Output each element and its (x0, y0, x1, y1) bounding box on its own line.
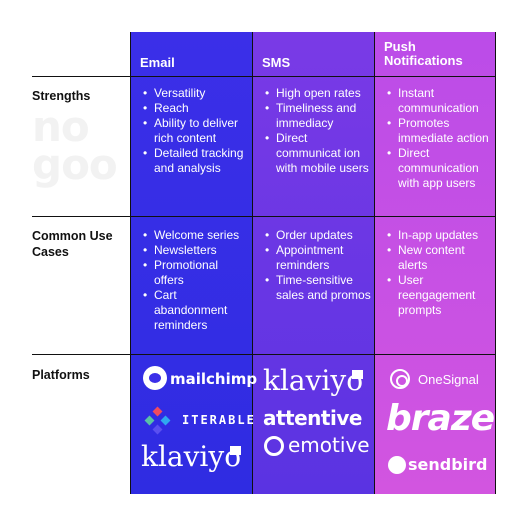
use-cases-push: In-app updates New content alerts User r… (387, 228, 493, 318)
list-item: New content alerts (387, 243, 493, 273)
onesignal-logo: OneSignal (418, 372, 479, 387)
klaviyo-logo: klaviyo (263, 364, 364, 397)
iterable-logo-icon (143, 406, 173, 435)
list-item: Direct communication with app users (387, 146, 493, 191)
list-item: Instant communication (387, 86, 493, 116)
list-item: Timeliness and immediacy (265, 101, 371, 131)
list-item: Welcome series (143, 228, 247, 243)
attentive-logo: attentive (263, 406, 362, 430)
strengths-email: Versatility Reach Ability to deliver ric… (143, 86, 247, 176)
list-item: Cart abandonment reminders (143, 288, 247, 333)
iterable-logo: ITERABLE (182, 413, 256, 427)
row-divider (32, 354, 496, 355)
emotive-logo-icon (264, 436, 284, 456)
list-item: Order updates (265, 228, 371, 243)
column-divider (374, 32, 375, 494)
column-header-sms: SMS (262, 55, 291, 70)
use-cases-email: Welcome series Newsletters Promotional o… (143, 228, 247, 333)
list-item: Direct communicat ion with mobile users (265, 131, 371, 176)
row-label-use-cases: Common Use Cases (32, 229, 113, 259)
braze-logo: braze (386, 398, 495, 439)
mailchimp-logo: mailchimp (170, 370, 258, 388)
list-item: Versatility (143, 86, 247, 101)
list-item: User reengagement prompts (387, 273, 493, 318)
column-divider (130, 32, 131, 494)
sendbird-logo-icon (388, 456, 406, 474)
list-item: Newsletters (143, 243, 247, 258)
sendbird-logo: sendbird (408, 455, 488, 474)
list-item: Promotional offers (143, 258, 247, 288)
onesignal-logo-icon (390, 369, 410, 389)
column-header-email: Email (140, 55, 175, 70)
klaviyo-logo: klaviyo (141, 440, 242, 473)
use-cases-sms: Order updates Appointment reminders Time… (265, 228, 371, 303)
row-divider (32, 216, 496, 217)
list-item: Ability to deliver rich content (143, 116, 247, 146)
klaviyo-flag-icon (352, 370, 363, 379)
list-item: Detailed tracking and analysis (143, 146, 247, 176)
emotive-logo: emotive (288, 433, 370, 457)
column-divider (495, 32, 496, 494)
strengths-sms: High open rates Timeliness and immediacy… (265, 86, 371, 176)
mailchimp-logo-icon (143, 366, 167, 390)
column-divider (252, 32, 253, 494)
list-item: Reach (143, 101, 247, 116)
strengths-push: Instant communication Promotes immediate… (387, 86, 493, 191)
list-item: Promotes immediate action (387, 116, 493, 146)
list-item: High open rates (265, 86, 371, 101)
row-label-strengths: Strengths (32, 89, 91, 103)
list-item: In-app updates (387, 228, 493, 243)
row-label-platforms: Platforms (32, 368, 90, 382)
column-header-push: Push Notifications (384, 39, 463, 68)
row-divider (32, 76, 496, 77)
list-item: Appointment reminders (265, 243, 371, 273)
list-item: Time-sensitive sales and promos (265, 273, 371, 303)
klaviyo-flag-icon (230, 446, 241, 455)
